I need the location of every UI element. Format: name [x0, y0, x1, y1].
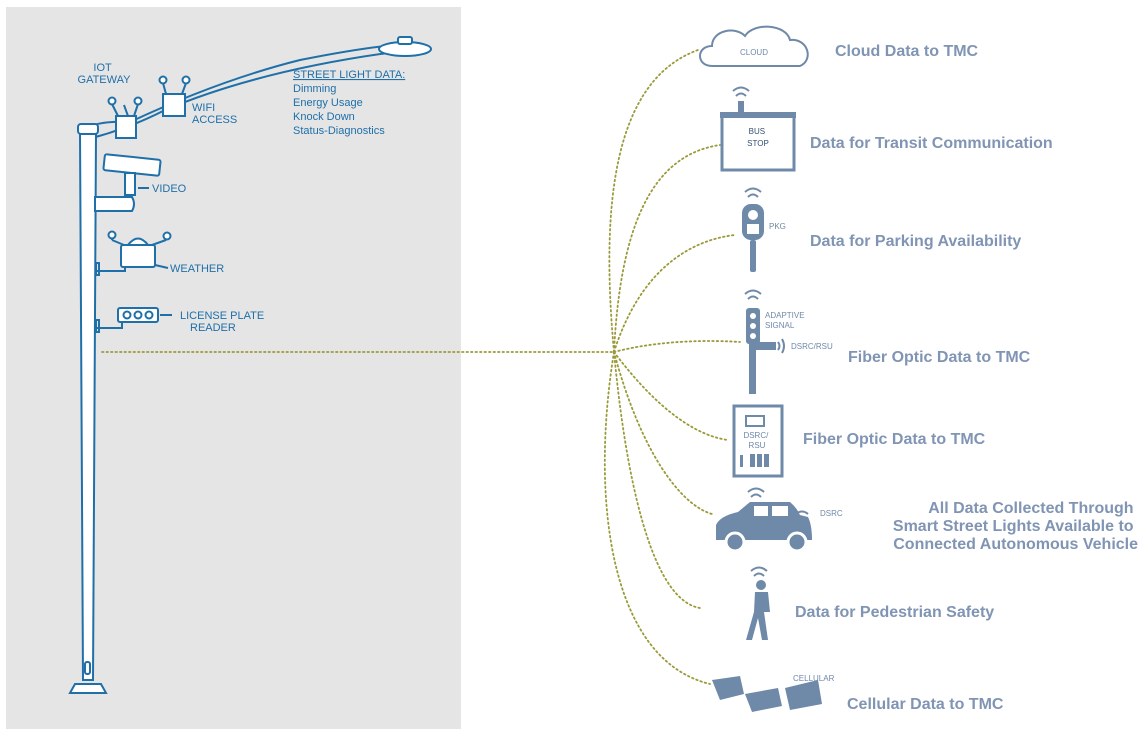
street-light-pole [68, 36, 432, 694]
connector-pedestrian [613, 351, 701, 609]
pedestrian-icon [746, 566, 770, 640]
connector-cabinet [613, 351, 729, 441]
connector-cloud [608, 49, 699, 353]
video-label: VIDEO [152, 183, 187, 195]
cellular-destination-label: Cellular Data to TMC [847, 696, 1004, 713]
rsu-cabinet-icon [732, 404, 784, 478]
weather-station-icon [97, 230, 172, 272]
cav-destination-label: All Data Collected Through Smart Street … [893, 500, 1138, 553]
bus-stop-icon-label: BUS STOP [747, 127, 769, 148]
parking-icon-label: PKG [769, 222, 786, 231]
transit-destination-label: Data for Transit Communication [810, 135, 1053, 152]
cloud-icon-label: CLOUD [740, 48, 768, 57]
wifi-access-label: WIFI ACCESS [192, 102, 237, 126]
fiber-cabinet-destination-label: Fiber Optic Data to TMC [803, 431, 986, 448]
connector-vehicle [613, 351, 713, 515]
video-camera-icon [94, 153, 162, 212]
traffic-signal-icon [744, 289, 785, 394]
license-plate-reader-icon [97, 307, 172, 329]
connector-lines [101, 49, 741, 685]
wifi-access-icon [158, 75, 191, 117]
cellular-icon [712, 676, 822, 712]
bus-stop-icon [720, 86, 796, 172]
fiber-signal-destination-label: Fiber Optic Data to TMC [848, 349, 1031, 366]
lamp-head-icon [378, 36, 432, 57]
vehicle-icon [716, 487, 812, 553]
pedestrian-destination-label: Data for Pedestrian Safety [795, 604, 994, 621]
cloud-icon [699, 25, 809, 67]
connector-parking [613, 234, 736, 353]
parking-destination-label: Data for Parking Availability [810, 233, 1021, 250]
cloud-destination-label: Cloud Data to TMC [835, 43, 979, 60]
connector-signal [613, 340, 741, 353]
iot-gateway-label: IOT GATEWAY [78, 62, 132, 86]
parking-meter-icon [742, 187, 764, 272]
adaptive-signal-label: ADAPTIVE SIGNAL [765, 311, 807, 330]
license-plate-label: LICENSE PLATE READER [180, 310, 267, 334]
access-door-icon [84, 661, 91, 675]
weather-label: WEATHER [170, 263, 224, 275]
cabinet-icon-label: DSRC/ RSU [743, 431, 770, 450]
street-light-data-title: STREET LIGHT DATA: [293, 69, 405, 81]
dsrc-rsu-label: DSRC/RSU [791, 342, 833, 351]
connector-bus-stop [613, 144, 721, 353]
vehicle-dsrc-label: DSRC [820, 509, 843, 518]
connector-cellular [603, 351, 711, 685]
iot-gateway-icon [107, 96, 143, 139]
street-light-data-list: Dimming Energy Usage Knock Down Status-D… [293, 83, 385, 137]
cellular-icon-label: CELLULAR [793, 674, 835, 683]
